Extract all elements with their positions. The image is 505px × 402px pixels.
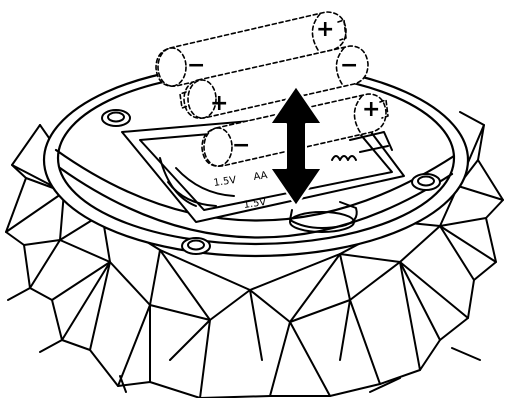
size-label: AA [253,170,269,183]
battery-top-plus-mark: + [316,17,334,42]
battery-middle-minus-mark: − [340,53,358,78]
battery-middle-plus-mark: + [210,91,228,116]
screw-boss-bottom [182,238,210,254]
battery-top-minus-mark: − [187,53,205,78]
screw-boss-right [412,174,440,190]
screw-boss-left [102,110,130,126]
battery-bottom-minus-mark: − [232,133,250,158]
battery-bottom-plus-mark: + [362,97,380,122]
